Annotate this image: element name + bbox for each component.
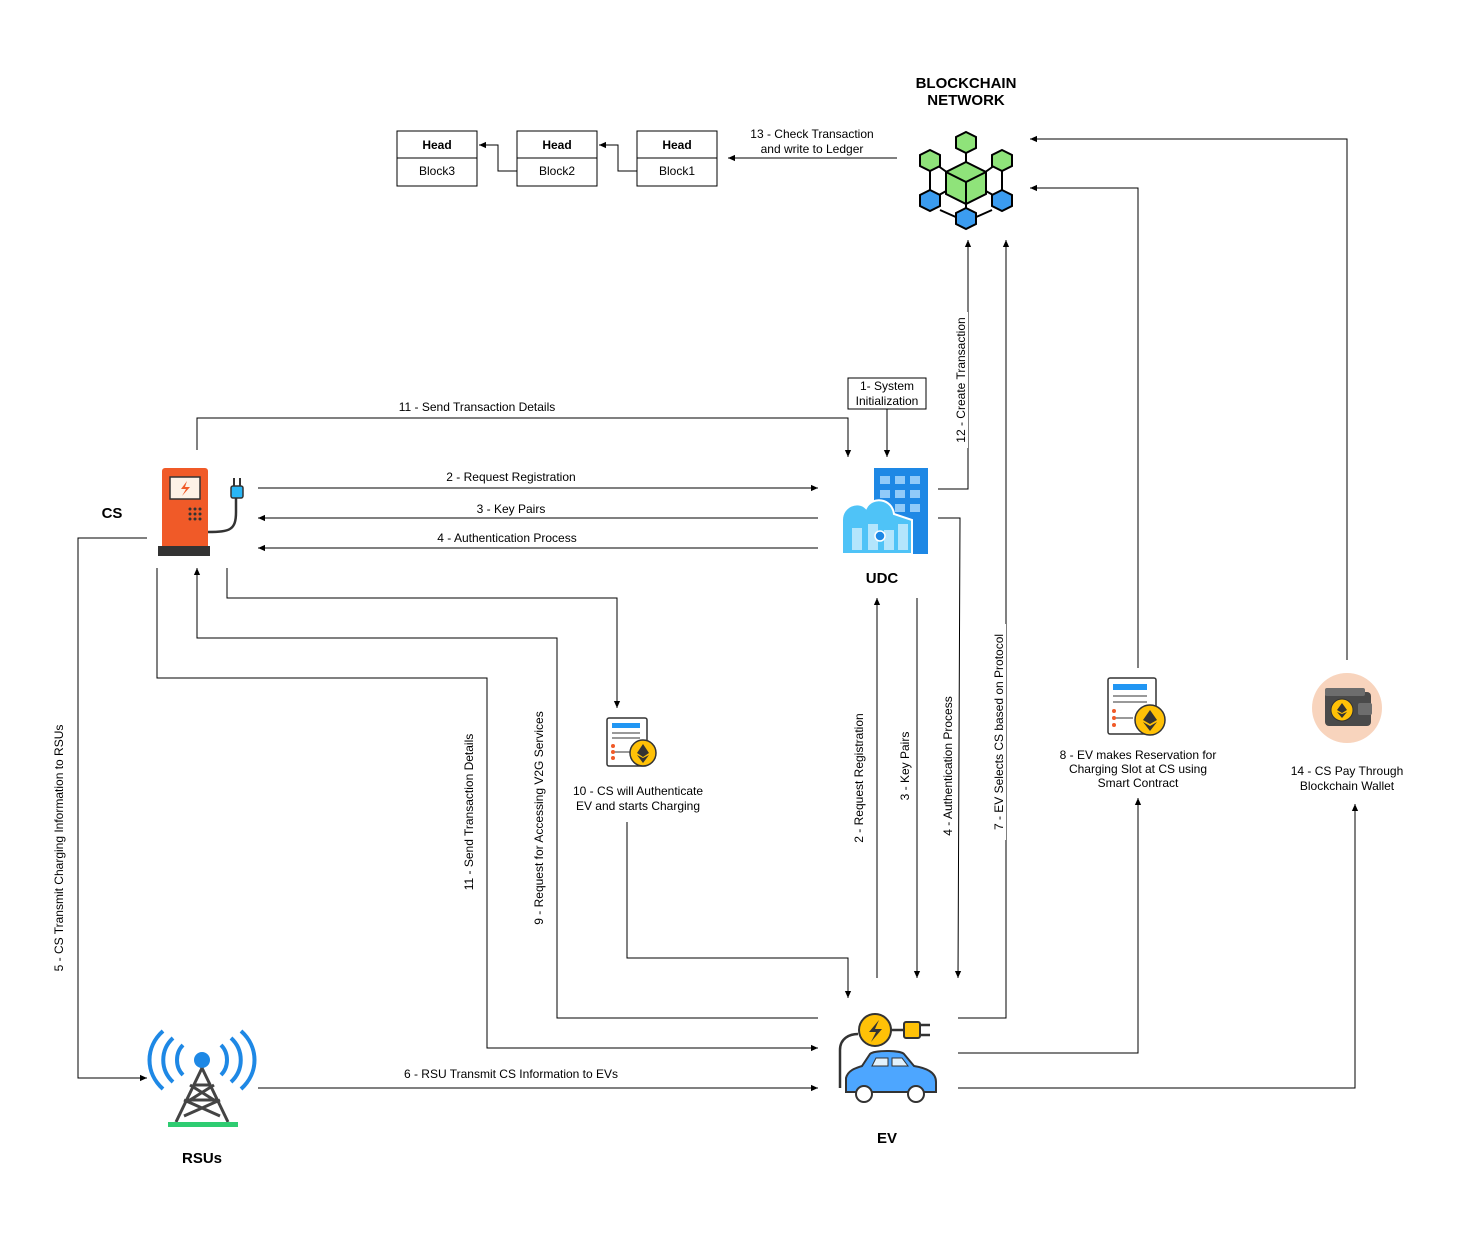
label-ev-2: 2 - Request Registration — [852, 713, 866, 842]
contract-ev-node: 8 - EV makes Reservation for Charging Sl… — [1058, 677, 1218, 792]
edge-14-up — [1030, 135, 1348, 660]
udc-title: UDC — [866, 570, 899, 587]
ev-title: EV — [877, 1130, 897, 1147]
label-13-line2: and write to Ledger — [761, 142, 864, 156]
label-4: 4 - Authentication Process — [437, 531, 576, 545]
edge-11 — [196, 417, 852, 457]
edge-block1-block2 — [599, 141, 637, 172]
rsus-title: RSUs — [182, 1150, 222, 1167]
edge-7 — [958, 240, 1010, 1019]
edge-14 — [958, 804, 1359, 1089]
edge-5 — [77, 537, 147, 1082]
charging-station-icon — [158, 468, 244, 556]
contract-ev-label-line1: 8 - EV makes Reservation for — [1060, 748, 1217, 762]
blockchain-network-icon — [919, 130, 1013, 231]
label-6: 6 - RSU Transmit CS Information to EVs — [404, 1067, 618, 1081]
edge-8 — [958, 798, 1142, 1054]
edges — [77, 135, 1359, 1092]
label-12: 12 - Create Transaction — [954, 317, 968, 442]
label-cs-11: 11 - Send Transaction Details — [462, 734, 476, 891]
ledger-block-2: Head Block2 — [516, 130, 598, 187]
contract-cs-label-line1: 10 - CS will Authenticate — [573, 784, 703, 798]
edge-ev-4 — [938, 517, 962, 979]
wallet-icon — [1312, 673, 1382, 743]
cs-title: CS — [102, 505, 123, 522]
edge-cs-contract — [226, 568, 621, 708]
ledger: Head Block3 Head Block2 Head Block1 — [396, 130, 718, 187]
block-head: Head — [422, 138, 451, 152]
ledger-block-3: Head Block3 — [396, 130, 478, 187]
contract-cs-node: 10 - CS will Authenticate EV and starts … — [573, 717, 703, 813]
block-name: Block3 — [419, 164, 455, 178]
label-ev-4: 4 - Authentication Process — [941, 696, 955, 835]
label-9: 9 - Request for Accessing V2G Services — [532, 711, 546, 924]
edge-contract-ev — [626, 822, 852, 998]
radio-tower-icon — [147, 1029, 257, 1127]
block-name: Block2 — [539, 164, 575, 178]
blockchain-network: BLOCKCHAIN NETWORK — [916, 75, 1017, 231]
blockchain-title-line2: NETWORK — [927, 92, 1005, 109]
label-2: 2 - Request Registration — [446, 470, 575, 484]
wallet-label-line2: Blockchain Wallet — [1300, 779, 1395, 793]
contract-ev-label-line3: Smart Contract — [1098, 776, 1179, 790]
ev-node: EV — [838, 1013, 937, 1147]
rsu-node: RSUs — [147, 1029, 257, 1167]
edge-cs-11 — [156, 568, 818, 1052]
udc-building-icon — [841, 468, 928, 555]
label-13-line1: 13 - Check Transaction — [750, 127, 873, 141]
electric-car-icon — [838, 1013, 937, 1103]
system-init-box — [847, 377, 927, 410]
label-3: 3 - Key Pairs — [477, 502, 546, 516]
cs-node: CS — [102, 468, 244, 556]
smart-contract-icon — [606, 717, 657, 767]
edge-8-up — [1030, 184, 1139, 668]
edge-labels: 13 - Check Transaction and write to Ledg… — [52, 126, 1006, 1081]
blockchain-title-line1: BLOCKCHAIN — [916, 75, 1017, 92]
label-7: 7 - EV Selects CS based on Protocol — [992, 634, 1006, 830]
block-head: Head — [662, 138, 691, 152]
edge-9 — [193, 568, 818, 1019]
wallet-label-line1: 14 - CS Pay Through — [1291, 764, 1404, 778]
label-5: 5 - CS Transmit Charging Information to … — [52, 725, 66, 972]
ledger-block-1: Head Block1 — [636, 130, 718, 187]
label-1-line1: 1- System — [860, 379, 914, 393]
contract-ev-label-line2: Charging Slot at CS using — [1069, 762, 1207, 776]
edge-block2-block3 — [479, 141, 517, 172]
label-ev-3: 3 - Key Pairs — [898, 732, 912, 801]
wallet-node: 14 - CS Pay Through Blockchain Wallet — [1291, 673, 1404, 793]
contract-cs-label-line2: EV and starts Charging — [576, 799, 700, 813]
smart-contract-icon — [1107, 677, 1166, 736]
udc-node: UDC — [841, 468, 928, 587]
label-1-line2: Initialization — [856, 394, 919, 408]
label-11: 11 - Send Transaction Details — [399, 400, 556, 414]
block-head: Head — [542, 138, 571, 152]
block-name: Block1 — [659, 164, 695, 178]
